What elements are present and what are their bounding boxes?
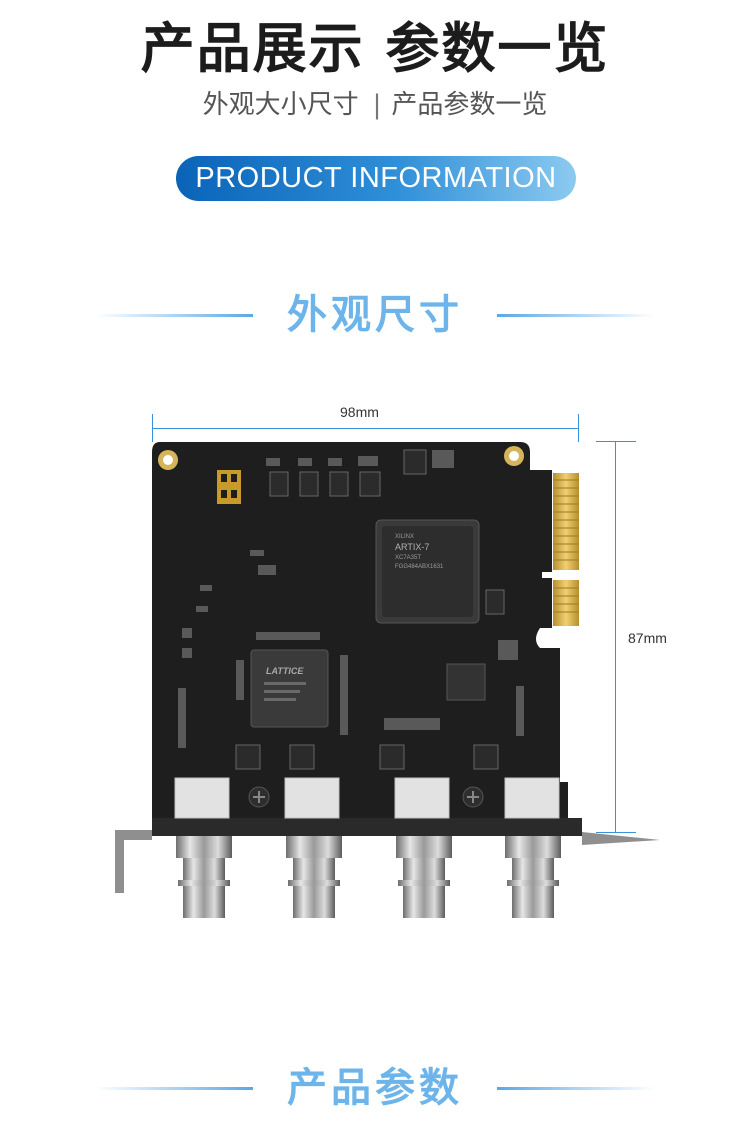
- screws: [248, 786, 484, 808]
- dip-switch: [217, 470, 241, 504]
- fpga-brand-label: XILINX: [395, 534, 414, 540]
- height-dimension-label: 87mm: [628, 630, 667, 646]
- bnc-connectors: [176, 836, 561, 918]
- width-dimension-tick-left: [152, 414, 153, 442]
- section-appearance-title: 外观尺寸: [287, 292, 463, 338]
- connector-housings: [174, 777, 560, 819]
- width-dimension-label: 98mm: [340, 404, 379, 420]
- height-dimension-tick-bottom: [596, 832, 636, 833]
- section-divider-left: [95, 1087, 253, 1090]
- bnc-connector-1: [176, 836, 232, 918]
- pcie-gold-fingers: [553, 473, 579, 626]
- bnc-connector-2: [286, 836, 342, 918]
- fpga-code-label: FGG484ABX1631: [395, 564, 444, 570]
- section-params: 产品参数: [0, 1058, 750, 1118]
- bnc-connector-3: [396, 836, 452, 918]
- section-divider-right: [497, 1087, 655, 1090]
- page-subtitle: 外观大小尺寸 | 产品参数一览: [0, 84, 750, 121]
- page-title: 产品展示 参数一览: [140, 17, 610, 80]
- section-divider-right: [497, 314, 655, 317]
- fpga-part-label: XC7A35T: [395, 555, 421, 561]
- product-information-badge: PRODUCT INFORMATION: [176, 156, 576, 201]
- subtitle-right: 产品参数一览: [391, 90, 548, 120]
- smd-components: [178, 449, 524, 770]
- mounting-bracket: [115, 830, 660, 893]
- fpga-chip: XILINX ARTIX-7 XC7A35T FGG484ABX1631: [375, 519, 480, 624]
- width-dimension-tick-right: [578, 414, 579, 442]
- fpga-name-label: ARTIX-7: [395, 542, 429, 552]
- subtitle-separator: |: [372, 90, 382, 120]
- mounting-holes: [158, 446, 524, 470]
- section-params-title: 产品参数: [287, 1065, 463, 1111]
- subtitle-left: 外观大小尺寸: [202, 90, 359, 120]
- height-dimension-tick-top: [596, 441, 636, 442]
- bnc-connector-4: [505, 836, 561, 918]
- pcb-board: [152, 442, 582, 836]
- section-appearance: 外观尺寸: [0, 285, 750, 345]
- section-divider-left: [95, 314, 253, 317]
- height-dimension-line: [615, 441, 616, 833]
- cpld-brand-label: LATTICE: [266, 666, 304, 676]
- aux-chip: [446, 663, 486, 701]
- cpld-chip: LATTICE: [250, 649, 329, 728]
- width-dimension-line: [152, 428, 579, 429]
